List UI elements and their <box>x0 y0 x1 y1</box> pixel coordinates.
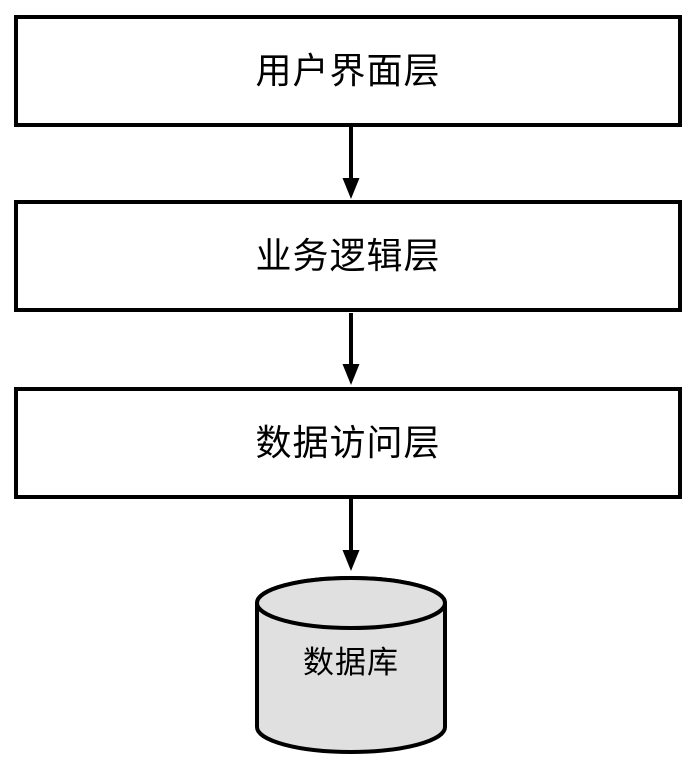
node-database-label: 数据库 <box>303 644 399 680</box>
node-data-access-layer-label: 数据访问层 <box>255 422 441 463</box>
node-data-access-layer: 数据访问层 <box>14 387 682 499</box>
node-business-layer: 业务逻辑层 <box>14 200 682 312</box>
node-ui-layer: 用户界面层 <box>14 15 682 127</box>
arrow-business-to-data-access-icon <box>342 313 360 385</box>
arrow-data-access-to-database-icon <box>342 498 360 571</box>
node-ui-layer-label: 用户界面层 <box>255 50 441 91</box>
node-business-layer-label: 业务逻辑层 <box>255 235 441 276</box>
arrow-ui-to-business-icon <box>342 127 360 199</box>
